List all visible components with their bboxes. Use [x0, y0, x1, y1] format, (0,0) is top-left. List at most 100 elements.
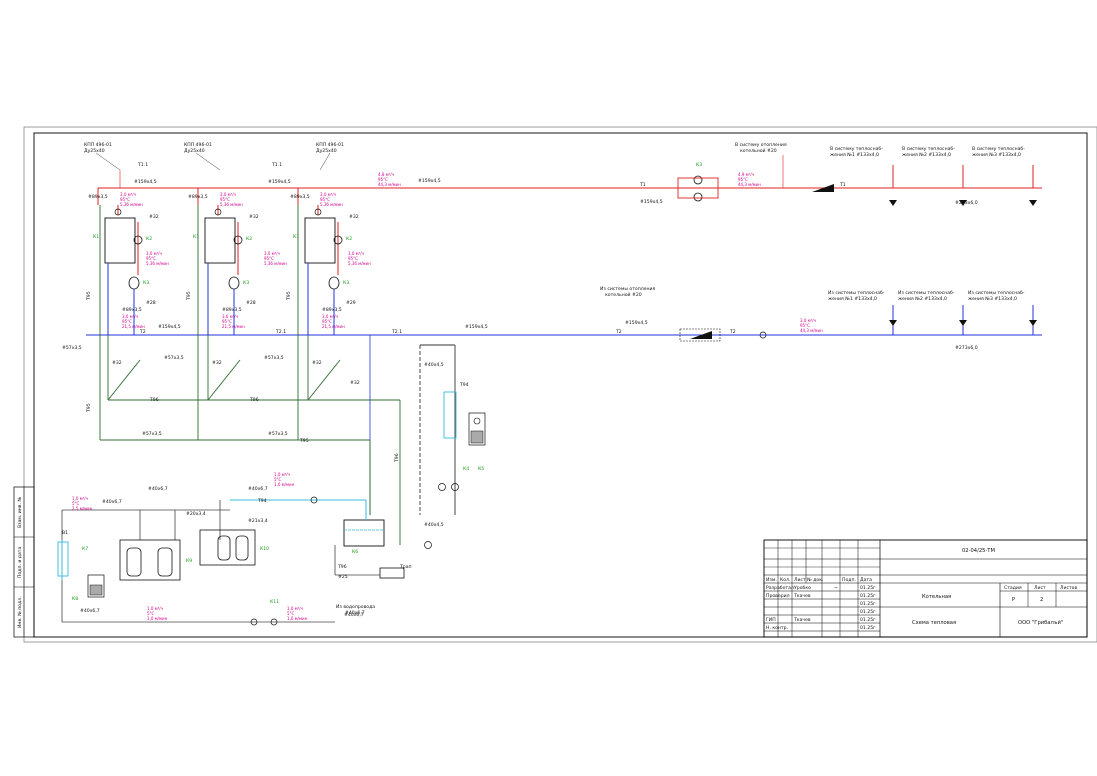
- makeup-tag-k9: К9: [186, 558, 192, 564]
- makeup-piping: [61, 500, 380, 623]
- return-pipe-3: #159х4,5: [625, 320, 648, 326]
- makeup-tag-k5: К5: [478, 466, 484, 472]
- makeup-bottom-temp: 5°С: [147, 611, 155, 616]
- tb-sheets-header: Листов: [1060, 585, 1077, 591]
- tb-sheet-value: 2: [1040, 597, 1043, 603]
- supply-line-label-t11a: Т1.1: [137, 162, 148, 168]
- boiler2-k3: К3: [243, 280, 249, 286]
- return-network1-l1: Из системы теплоснаб-: [828, 290, 885, 296]
- boiler-1: [104, 208, 143, 290]
- makeup-top-speed: 1,0 м/мин: [274, 482, 295, 487]
- boiler3-sp-flow: 3,0 м³/ч: [320, 192, 336, 197]
- boiler2-tag: КПП 496-01: [184, 142, 212, 148]
- storage-tank: [343, 519, 432, 579]
- boiler1-k1: К1: [93, 234, 99, 240]
- tb-name-1: Уробко: [794, 585, 811, 591]
- boiler3-pump-pipe: #89х3,5: [322, 307, 342, 313]
- return-label-t2b: Т2: [615, 329, 622, 335]
- drain-t96a: Т96: [149, 397, 159, 403]
- boiler2-drain: #32: [249, 214, 259, 220]
- supply-pipe-3: #159х4,5: [418, 178, 441, 184]
- boiler3-rp-speed: 5,36 м/мин: [348, 261, 371, 266]
- return-network2-l1: Из системы теплоснаб-: [898, 290, 955, 296]
- makeup-pipe-1: #40х6,7: [102, 499, 122, 505]
- boiler2-sp-temp: 95°С: [220, 197, 230, 202]
- tb-date-4: 01.25г: [860, 609, 876, 615]
- boiler1-tag: КПП 496-01: [84, 142, 112, 148]
- tb-role-6: Н. контр.: [766, 625, 788, 631]
- makeup-left-flow: 1,0 м³/ч: [72, 496, 88, 501]
- makeup-tag-k4: К4: [463, 466, 469, 472]
- tb-date-5: 01.25г: [860, 617, 876, 623]
- boiler3-k2: К2: [346, 236, 352, 242]
- supply-line-label-t11b: Т1.1: [271, 162, 282, 168]
- water-source-l2: #40х6,7: [345, 610, 365, 616]
- boiler3-k1: К1: [293, 234, 299, 240]
- drain-t96b: Т96: [249, 397, 259, 403]
- supply-network3-l1: В систему теплоснаб-: [972, 146, 1025, 152]
- makeup-left-temp: 5°С: [72, 501, 80, 506]
- tb-header-list: Лист: [794, 577, 806, 583]
- return-fittings: [679, 320, 1037, 342]
- drawing-border: [33, 132, 1088, 638]
- boiler3-vent: #29: [346, 300, 356, 306]
- tb-date-3: 01.25г: [860, 601, 876, 607]
- stamp-signature-date: Подп. и дата: [17, 547, 23, 578]
- boiler2-rp-speed: 5,36 м/мин: [264, 261, 287, 266]
- supply-line: [97, 155, 1042, 275]
- boiler1-sp-temp: 95°С: [120, 197, 130, 202]
- boiler1-rp-temp: 95°С: [146, 256, 156, 261]
- drain-pipe-4: #57х3,5: [142, 431, 162, 437]
- supply-network1-l2: жения №1 #133х4,0: [830, 152, 879, 158]
- supply-dest-label-1: В систему отопления: [735, 142, 787, 148]
- tb-stage-value: Р: [1012, 597, 1015, 603]
- makeup-pipe-4: #20х3,4: [186, 511, 206, 517]
- boiler1-k3: К3: [143, 280, 149, 286]
- makeup-line-t94b: Т94: [459, 382, 469, 388]
- makeup-tag-k7: К7: [82, 546, 88, 552]
- drain-pipe-9: #32: [350, 380, 360, 386]
- supply-line-label-t1a: Т1: [639, 182, 646, 188]
- boiler3-drain: #32: [349, 214, 359, 220]
- boiler3-sp-speed: 5,36 м/мин: [320, 202, 343, 207]
- tb-name-5: Ткачев: [793, 617, 811, 623]
- title-block: [763, 539, 1088, 638]
- tb-header-doc: № док.: [807, 577, 823, 583]
- boiler1-vent: #28: [146, 300, 156, 306]
- supply-param-flow: 4,8 м³/ч: [378, 172, 394, 177]
- drain-pipe-8: #32: [312, 360, 322, 366]
- tb-role-2: Проверил: [766, 593, 790, 599]
- tb-sheet-header: Лист: [1034, 585, 1046, 591]
- drain-pipe-6: #32: [112, 360, 122, 366]
- supply-main-pipe: #273х6,0: [955, 200, 978, 206]
- boiler2-k1: К1: [193, 234, 199, 240]
- makeup-pipe-7: #40х6,7: [344, 612, 364, 618]
- boiler1-rp-speed: 5,36 м/мин: [146, 261, 169, 266]
- boiler-labels: #89х3,5 #89х3,5 #89х3,5 К1 К1 К1 К2 К2 К…: [88, 192, 371, 329]
- title-doc-code: 02-04/25-ТМ: [962, 548, 995, 554]
- makeup-left-speed: 2,5 м/мин: [72, 506, 93, 511]
- supply-network2-l1: В систему теплоснаб-: [902, 146, 955, 152]
- tb-date-1: 01.25г: [860, 585, 876, 591]
- drain-t95e: Т95: [299, 438, 309, 444]
- drain-pipe-2: #57х3,5: [164, 355, 184, 361]
- boiler3-rp-flow: 3,0 м³/ч: [348, 251, 364, 256]
- tb-stage-header: Стадия: [1004, 585, 1022, 591]
- makeup-bottom-flow: 1,0 м³/ч: [147, 606, 163, 611]
- boiler2-rp-temp: 95°С: [264, 256, 274, 261]
- drain-t95b: Т95: [186, 291, 192, 301]
- tb-company: ООО "Грибалъй": [1018, 619, 1063, 626]
- boiler3-outlet: #89х3,5: [290, 194, 310, 200]
- makeup-tag-k6: К6: [352, 549, 358, 555]
- boiler2-k2: К2: [246, 236, 252, 242]
- supply-pipe-4: #159х4,5: [640, 199, 663, 205]
- boiler3-diameter: Ду25х40: [316, 148, 337, 154]
- supply-dest-label-2: котельной #20: [740, 147, 777, 154]
- drain-pipe-5: #57х3,5: [268, 431, 288, 437]
- tb-name-2: Ткачев: [793, 593, 811, 599]
- return-network1-l2: жения №1 #133х4,0: [828, 296, 877, 302]
- boiler2-diameter: Ду25х40: [184, 148, 205, 154]
- boiler2-sp-flow: 3,0 м³/ч: [220, 192, 236, 197]
- boiler3-k3: К3: [343, 280, 349, 286]
- return-label-t2: Т2: [139, 329, 146, 335]
